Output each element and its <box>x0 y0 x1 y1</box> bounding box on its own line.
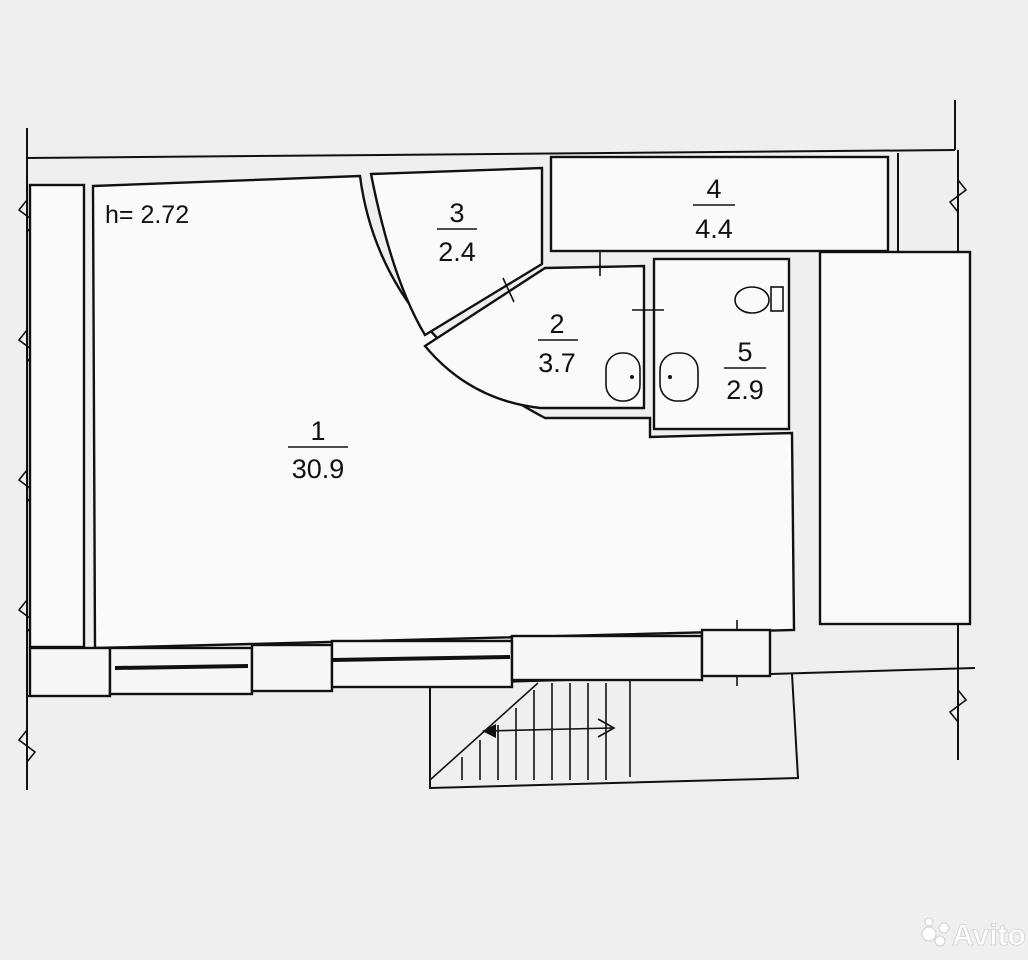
sink-icon-2 <box>659 352 699 402</box>
room-2-number: 2 <box>549 309 564 339</box>
right-wall-segment <box>818 250 972 626</box>
room-5-outline <box>652 257 791 431</box>
room-3-number: 3 <box>449 198 464 228</box>
room-4-number: 4 <box>706 174 721 204</box>
toilet-icon <box>734 286 784 314</box>
room-3-outline <box>369 166 544 337</box>
room-4-outline <box>549 155 890 253</box>
window-left <box>114 664 249 670</box>
window-right <box>332 655 511 662</box>
room-1-area: 30.9 <box>292 454 345 484</box>
bottom-wall <box>28 628 772 698</box>
room-3-area: 2.4 <box>438 237 476 267</box>
staircase <box>429 673 800 790</box>
avito-logo-icon <box>921 917 950 947</box>
room-5-number: 5 <box>737 337 752 367</box>
room-5-label: 5 2.9 <box>724 337 766 405</box>
room-2-area: 3.7 <box>538 348 576 378</box>
ceiling-height-label: h= 2.72 <box>105 201 189 229</box>
sink-icon <box>605 352 641 402</box>
room-1-number: 1 <box>310 416 325 446</box>
avito-text: Avito <box>952 919 1026 952</box>
room-5-area: 2.9 <box>726 375 764 405</box>
room-2-label: 2 3.7 <box>538 309 578 378</box>
room-4-label: 4 4.4 <box>693 174 735 244</box>
room-4-area: 4.4 <box>695 214 733 244</box>
room-3-label: 3 2.4 <box>437 198 477 267</box>
avito-watermark: Avito <box>921 917 1026 952</box>
room-1-label: 1 30.9 <box>288 416 348 484</box>
room-2-outline <box>423 264 646 410</box>
left-wall-segment <box>28 183 86 649</box>
